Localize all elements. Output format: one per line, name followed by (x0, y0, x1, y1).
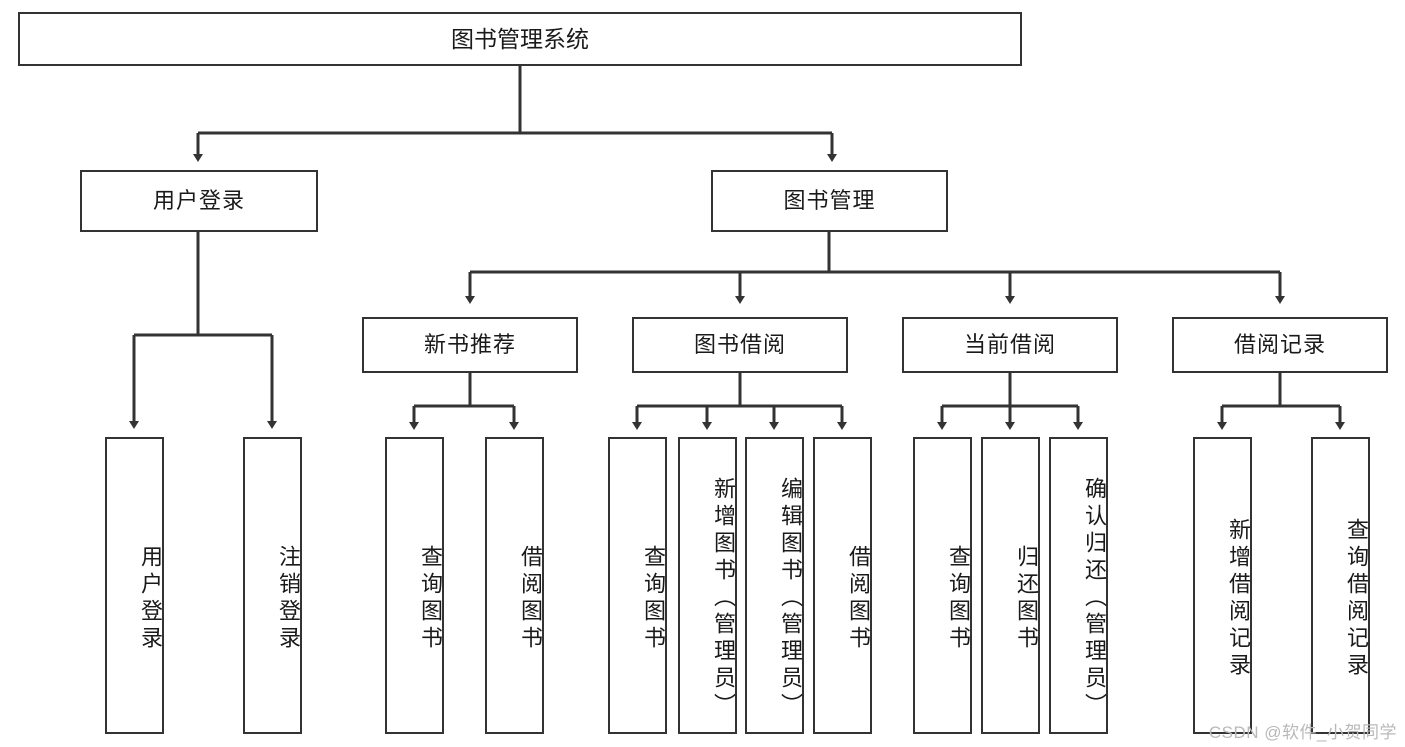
node-label: 查询图书 (641, 544, 666, 653)
node-label: 用户登录 (138, 544, 163, 653)
node-book-management[interactable]: 图书管理 (711, 170, 948, 232)
node-label: 查询图书 (946, 544, 971, 653)
node-label: 借阅记录 (1233, 332, 1326, 358)
node-label: 图书管理系统 (451, 25, 589, 52)
watermark: CSDN @软件_小贺同学 (1208, 723, 1397, 742)
node-label: 借阅图书 (846, 544, 871, 653)
node-new-book-recommend[interactable]: 新书推荐 (362, 317, 578, 373)
node-current-borrow[interactable]: 当前借阅 (902, 317, 1118, 373)
leaf-logout[interactable]: 注销登录 (243, 437, 302, 734)
node-label: 注销登录 (276, 544, 301, 653)
leaf-query-borrow-record[interactable]: 查询借阅记录 (1311, 437, 1370, 734)
node-root-system[interactable]: 图书管理系统 (18, 12, 1022, 66)
leaf-borrow-book-new[interactable]: 借阅图书 (485, 437, 544, 734)
node-label: 归还图书 (1014, 544, 1039, 653)
leaf-query-book[interactable]: 查询图书 (608, 437, 667, 734)
node-label: 新增借阅记录 (1226, 517, 1251, 680)
leaf-query-book-current[interactable]: 查询图书 (913, 437, 972, 734)
node-label: 用户登录 (152, 188, 245, 214)
node-label: 确认归还（管理员） (1082, 477, 1107, 720)
leaf-edit-book-admin[interactable]: 编辑图书（管理员） (745, 437, 804, 734)
node-user-login[interactable]: 用户登录 (80, 170, 318, 232)
leaf-add-book-admin[interactable]: 新增图书（管理员） (678, 437, 737, 734)
node-label: 查询借阅记录 (1344, 517, 1369, 680)
node-label: 新增图书（管理员） (711, 477, 736, 720)
node-label: 查询图书 (418, 544, 443, 653)
leaf-user-login[interactable]: 用户登录 (105, 437, 164, 734)
node-book-borrow[interactable]: 图书借阅 (632, 317, 848, 373)
leaf-add-borrow-record[interactable]: 新增借阅记录 (1193, 437, 1252, 734)
node-label: 图书借阅 (693, 332, 786, 358)
node-label: 当前借阅 (963, 332, 1056, 358)
node-label: 新书推荐 (423, 332, 516, 358)
node-label: 编辑图书（管理员） (778, 477, 803, 720)
leaf-query-book-new[interactable]: 查询图书 (385, 437, 444, 734)
leaf-borrow-book[interactable]: 借阅图书 (813, 437, 872, 734)
node-label: 借阅图书 (518, 544, 543, 653)
node-label: 图书管理 (783, 188, 876, 214)
leaf-return-book[interactable]: 归还图书 (981, 437, 1040, 734)
leaf-confirm-return-admin[interactable]: 确认归还（管理员） (1049, 437, 1108, 734)
node-borrow-record[interactable]: 借阅记录 (1172, 317, 1388, 373)
